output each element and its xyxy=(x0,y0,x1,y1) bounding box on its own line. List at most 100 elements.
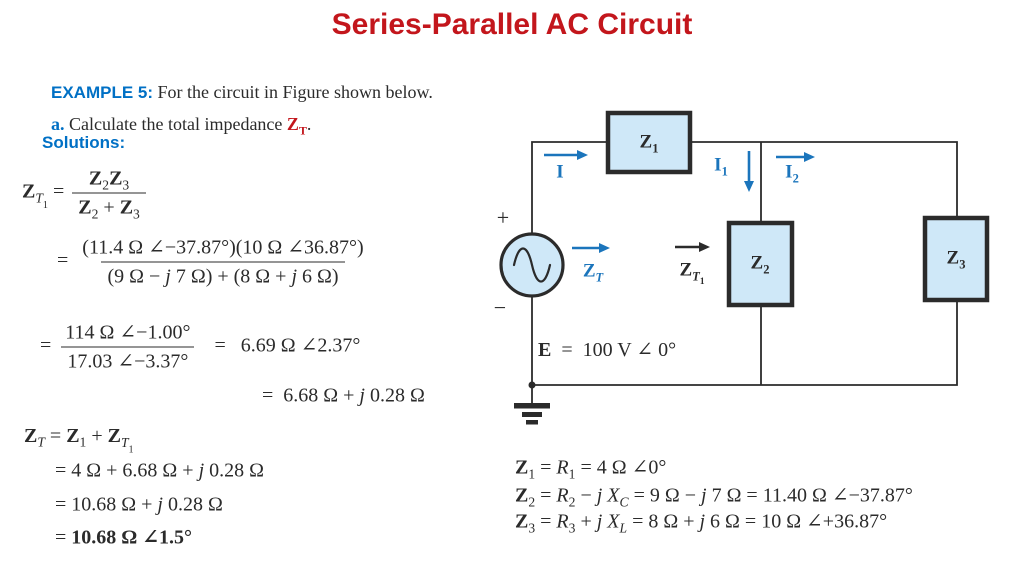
eq-token: + xyxy=(575,510,597,533)
item-a-period: . xyxy=(306,114,312,134)
eq-token: 3 xyxy=(133,206,140,222)
example-text: For the circuit in Figure shown below. xyxy=(153,82,433,102)
ground-icon xyxy=(514,403,550,425)
eq-fraction: (11.4 Ω ∠−37.87°)(10 Ω ∠36.87°)(9 Ω − j … xyxy=(76,236,369,289)
eq-token: Z xyxy=(66,424,80,447)
current-arrow-i xyxy=(544,150,588,160)
eq-token: 2 xyxy=(528,494,536,510)
eq-token: = 4 Ω + 6.68 Ω + xyxy=(55,459,199,482)
eq-token: T xyxy=(120,434,129,450)
eq-token: = 10.68 Ω + xyxy=(55,493,158,516)
eq-token: j xyxy=(359,384,365,407)
example-label: EXAMPLE 5: xyxy=(51,83,154,102)
eq-token: + xyxy=(86,424,108,447)
eq-subscript: 2 xyxy=(92,206,99,221)
eq-subscript: 3 xyxy=(133,206,140,221)
eq-token: 1 xyxy=(128,444,134,456)
item-a-text: Calculate the total impedance xyxy=(64,114,287,134)
eq-token: R xyxy=(556,484,569,507)
eq-token: Z xyxy=(22,180,36,203)
eq-token: (9 Ω − xyxy=(107,265,166,288)
eq-token: j xyxy=(198,459,205,482)
eq-token: 1 xyxy=(568,466,576,482)
eq-token: Z xyxy=(515,510,529,533)
slide-title: Series-Parallel AC Circuit xyxy=(331,8,693,41)
eq-subscript: 1 xyxy=(528,466,535,481)
equation-line: Z3 = R3 + j XL = 8 Ω + j 6 Ω = 10 Ω ∠+36… xyxy=(515,510,887,535)
impedance-arrow-zt1 xyxy=(675,242,710,252)
eq-token: L xyxy=(619,520,628,536)
eq-token: 10.68 Ω ∠1.5° xyxy=(71,526,193,549)
eq-fraction: 114 Ω ∠−1.00°17.03 ∠−3.37° xyxy=(59,321,196,374)
item-a-zt: ZT xyxy=(286,114,307,138)
eq-token: 7 Ω) + (8 Ω + xyxy=(170,265,292,288)
equation-line: = 10.68 Ω ∠1.5° xyxy=(55,526,192,551)
equation-line: Z2 = R2 − j XC = 9 Ω − j 7 Ω = 11.40 Ω ∠… xyxy=(515,484,913,509)
eq-subscript: T1 xyxy=(120,434,134,455)
eq-token: j xyxy=(165,265,171,288)
eq-token: = xyxy=(535,510,557,533)
label-z1: Z1 xyxy=(639,131,659,156)
eq-token: = 8 Ω + xyxy=(627,510,700,533)
eq-token: 6 Ω) xyxy=(297,265,339,288)
source-voltage-label: E = 100 V ∠ 0° xyxy=(538,339,677,361)
eq-token: j xyxy=(157,493,163,516)
eq-subscript: 3 xyxy=(122,177,129,192)
label-current-i1: I1 xyxy=(714,154,728,179)
eq-subscript: T1 xyxy=(35,190,48,211)
eq-token: 0.28 Ω xyxy=(364,384,425,407)
eq-token: X xyxy=(607,510,620,533)
eq-token: Z xyxy=(119,196,134,219)
eq-token: Z xyxy=(107,424,121,447)
source-minus-sign: − xyxy=(493,295,507,320)
eq-token: 6 Ω = 10 Ω ∠+36.87° xyxy=(705,510,888,533)
eq-subscript: 3 xyxy=(569,520,576,535)
eq-token: = 9 Ω − xyxy=(628,484,701,507)
eq-token: 3 xyxy=(528,520,536,536)
label-z2: Z2 xyxy=(750,252,770,277)
eq-token: T xyxy=(35,190,43,206)
eq-subscript: 2 xyxy=(102,177,109,192)
eq-token: Z xyxy=(109,167,123,190)
eq-token: = xyxy=(535,484,557,507)
sine-wave-icon xyxy=(512,247,552,283)
circuit-svg xyxy=(499,110,990,425)
eq-subscript: 2 xyxy=(569,494,576,509)
eq-subscript: 1 xyxy=(80,435,87,450)
impedance-arrow-zt xyxy=(572,243,610,253)
solutions-label: Solutions: xyxy=(42,133,126,152)
junction-dot xyxy=(528,381,536,389)
eq-token: j xyxy=(596,510,603,533)
eq-token: 3 xyxy=(122,177,130,193)
equation-line: = 6.68 Ω + j 0.28 Ω xyxy=(262,384,425,409)
circuit-diagram: + − Z1 Z2 Z3 I I1 I2 ZT ZT1 E = 100 V ∠ … xyxy=(480,95,1020,440)
eq-token: = 6.68 Ω + xyxy=(262,384,360,407)
eq-token: 2 xyxy=(568,494,576,510)
eq-token: 3 xyxy=(568,520,576,536)
eq-token: R xyxy=(556,456,569,479)
eq-token: 0.28 Ω xyxy=(162,493,223,516)
eq-token: − xyxy=(575,484,597,507)
source-plus-sign: + xyxy=(496,205,510,230)
equation-line: = 10.68 Ω + j 0.28 Ω xyxy=(55,493,223,518)
eq-subscript: 1 xyxy=(43,200,48,211)
label-zt: ZT xyxy=(582,260,604,285)
eq-token: 0.28 Ω xyxy=(204,459,265,482)
eq-subscript: 1 xyxy=(569,466,576,481)
eq-subscript: 1 xyxy=(129,444,134,455)
eq-subscript: C xyxy=(620,494,629,509)
current-arrow-i1 xyxy=(744,151,754,192)
eq-token: + xyxy=(98,196,120,219)
eq-token: X xyxy=(607,484,620,507)
eq-token: = xyxy=(40,334,57,357)
eq-subscript: T xyxy=(37,435,45,450)
eq-token: R xyxy=(556,510,569,533)
equation-line: ZT = Z1 + ZT1 xyxy=(24,424,134,455)
eq-token: j xyxy=(701,484,707,507)
item-a-label: a. xyxy=(51,114,65,134)
eq-subscript: 2 xyxy=(528,494,535,509)
eq-token: 1 xyxy=(42,199,48,211)
eq-token: j xyxy=(291,265,297,288)
